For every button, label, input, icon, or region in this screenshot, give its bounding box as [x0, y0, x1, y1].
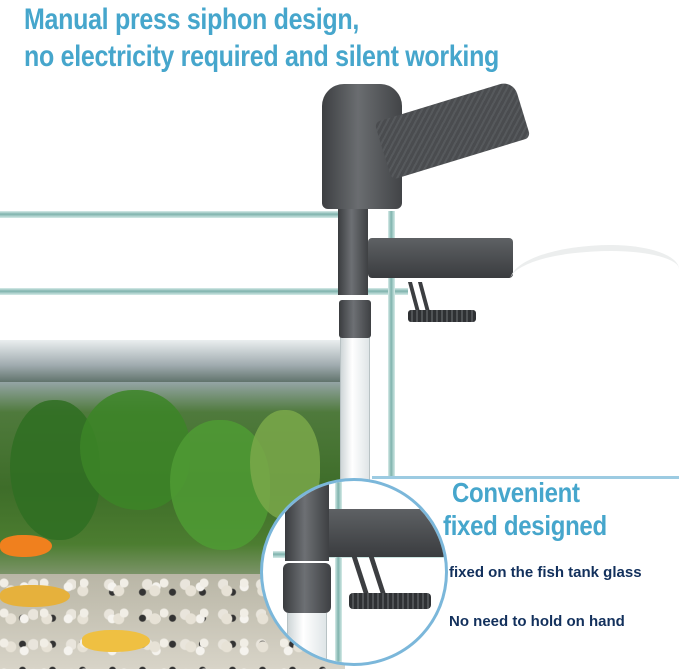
- tube-connector: [339, 300, 371, 338]
- inset-clear-tube: [287, 613, 327, 663]
- headline-line-2: no electricity required and silent worki…: [24, 40, 500, 74]
- clamp-screw: [408, 310, 476, 322]
- clip-bracket: [407, 282, 431, 312]
- fish: [0, 535, 52, 557]
- inset-clamp-screw: [349, 593, 431, 609]
- fish: [0, 585, 70, 607]
- tank-glass-top-rail: [0, 211, 345, 218]
- inset-connector: [283, 563, 331, 613]
- feature-hands-free: No need to hold on hand: [449, 613, 625, 630]
- siphon-stem: [338, 200, 368, 295]
- outlet-pipe: [368, 238, 513, 278]
- water-surface: [0, 340, 345, 382]
- drain-hose: [510, 245, 679, 305]
- inset-title-line-2: fixed designed: [443, 511, 607, 543]
- inset-outlet-pipe: [329, 509, 445, 557]
- fish: [82, 630, 150, 652]
- headline-line-1: Manual press siphon design,: [24, 3, 360, 37]
- zoom-inset-circle: [260, 478, 448, 666]
- tank-glass-edge: [388, 211, 395, 481]
- inset-title-line-1: Convenient: [452, 478, 580, 510]
- feature-fixed-on-glass: fixed on the fish tank glass: [449, 564, 642, 581]
- inset-stem: [285, 481, 329, 561]
- inset-glass-edge: [335, 481, 342, 663]
- tank-glass-rail: [0, 288, 408, 295]
- clear-siphon-tube: [340, 330, 370, 500]
